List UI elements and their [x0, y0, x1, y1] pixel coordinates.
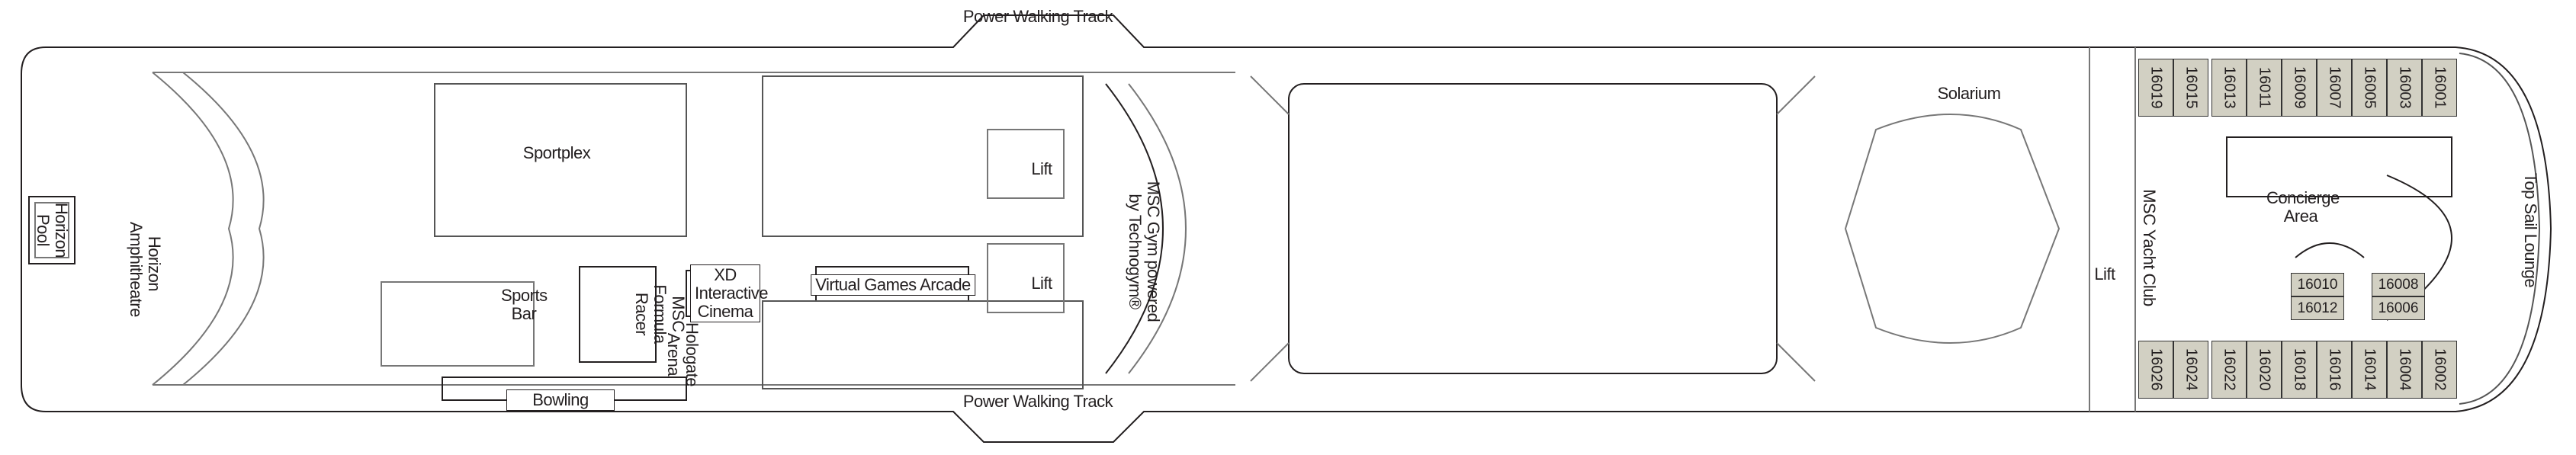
cabin-number: 16001	[2431, 66, 2449, 109]
cabin-number: 16003	[2396, 66, 2414, 109]
cabin-number: 16006	[2378, 300, 2419, 316]
cabin-number: 16004	[2396, 348, 2414, 391]
lift-label: Lift	[1031, 159, 1052, 178]
sportplex-label[interactable]: Sportplex	[522, 143, 591, 162]
top-sail-lounge-label[interactable]: Top Sail Lounge	[2521, 172, 2540, 288]
cabin-16002[interactable]: 16002	[2422, 341, 2457, 399]
cabin-16011[interactable]: 16011	[2247, 59, 2282, 117]
cabin-16016[interactable]: 16016	[2317, 341, 2352, 399]
cabin-16003[interactable]: 16003	[2387, 59, 2422, 117]
lift-label: Lift	[2094, 264, 2115, 284]
hologate-arena-label[interactable]: Hologate Arena	[664, 322, 702, 387]
cabin-number: 16002	[2431, 348, 2449, 391]
cabin-16015[interactable]: 16015	[2173, 59, 2208, 117]
msc-gym-label[interactable]: MSC Gym powered by Technogym®	[1126, 181, 1163, 322]
cabin-number: 16019	[2147, 66, 2165, 109]
xd-interactive-cinema-label[interactable]: XD Interactive Cinema	[690, 264, 769, 322]
cabin-16006[interactable]: 16006	[2372, 296, 2425, 320]
cabin-number: 16016	[2326, 348, 2343, 391]
horizon-pool-label[interactable]: Horizon Pool	[34, 202, 71, 258]
cabin-16014[interactable]: 16014	[2352, 341, 2387, 399]
cabin-number: 16011	[2256, 66, 2273, 109]
cabin-16012[interactable]: 16012	[2291, 296, 2344, 320]
cabin-number: 16007	[2326, 66, 2343, 109]
bowling-label[interactable]: Bowling	[506, 389, 615, 411]
cabin-number: 16026	[2147, 348, 2165, 391]
cabin-16013[interactable]: 16013	[2211, 59, 2247, 117]
cabin-16024[interactable]: 16024	[2173, 341, 2208, 399]
cabin-number: 16008	[2378, 276, 2419, 293]
cabin-number: 16012	[2297, 300, 2338, 316]
cabin-16004[interactable]: 16004	[2387, 341, 2422, 399]
cabin-16009[interactable]: 16009	[2282, 59, 2317, 117]
cabin-16018[interactable]: 16018	[2282, 341, 2317, 399]
concierge-area-label[interactable]: Concierge Area	[2266, 188, 2340, 226]
cabin-number: 16013	[2221, 66, 2238, 109]
cabin-16008[interactable]: 16008	[2372, 273, 2425, 296]
cabin-16010[interactable]: 16010	[2291, 273, 2344, 296]
cabin-16026[interactable]: 16026	[2138, 341, 2173, 399]
solarium-label[interactable]: Solarium	[1937, 84, 2001, 103]
cabin-16019[interactable]: 16019	[2138, 59, 2173, 117]
cabin-number: 16018	[2291, 348, 2308, 391]
cabin-number: 16024	[2183, 348, 2200, 391]
power-walking-track-top-label: Power Walking Track	[962, 7, 1113, 26]
horizon-amphitheatre-label[interactable]: Horizon Amphitheatre	[127, 222, 164, 317]
cabin-16001[interactable]: 16001	[2422, 59, 2457, 117]
cabin-16007[interactable]: 16007	[2317, 59, 2352, 117]
virtual-games-arcade-label[interactable]: Virtual Games Arcade	[811, 274, 975, 296]
cabin-16022[interactable]: 16022	[2211, 341, 2247, 399]
cabin-16020[interactable]: 16020	[2247, 341, 2282, 399]
sports-bar-label[interactable]: Sports Bar	[501, 286, 548, 323]
cabin-number: 16010	[2297, 276, 2338, 293]
cabin-number: 16014	[2361, 348, 2378, 391]
cabin-number: 16022	[2221, 348, 2238, 391]
cabin-16005[interactable]: 16005	[2352, 59, 2387, 117]
cabin-number: 16009	[2291, 66, 2308, 109]
msc-yacht-club-label[interactable]: MSC Yacht Club	[2140, 189, 2159, 306]
cabin-number: 16020	[2256, 348, 2273, 391]
lift-label: Lift	[1031, 274, 1052, 293]
cabin-number: 16005	[2361, 66, 2378, 109]
cabin-number: 16015	[2183, 66, 2200, 109]
power-walking-track-bottom-label: Power Walking Track	[962, 392, 1113, 411]
